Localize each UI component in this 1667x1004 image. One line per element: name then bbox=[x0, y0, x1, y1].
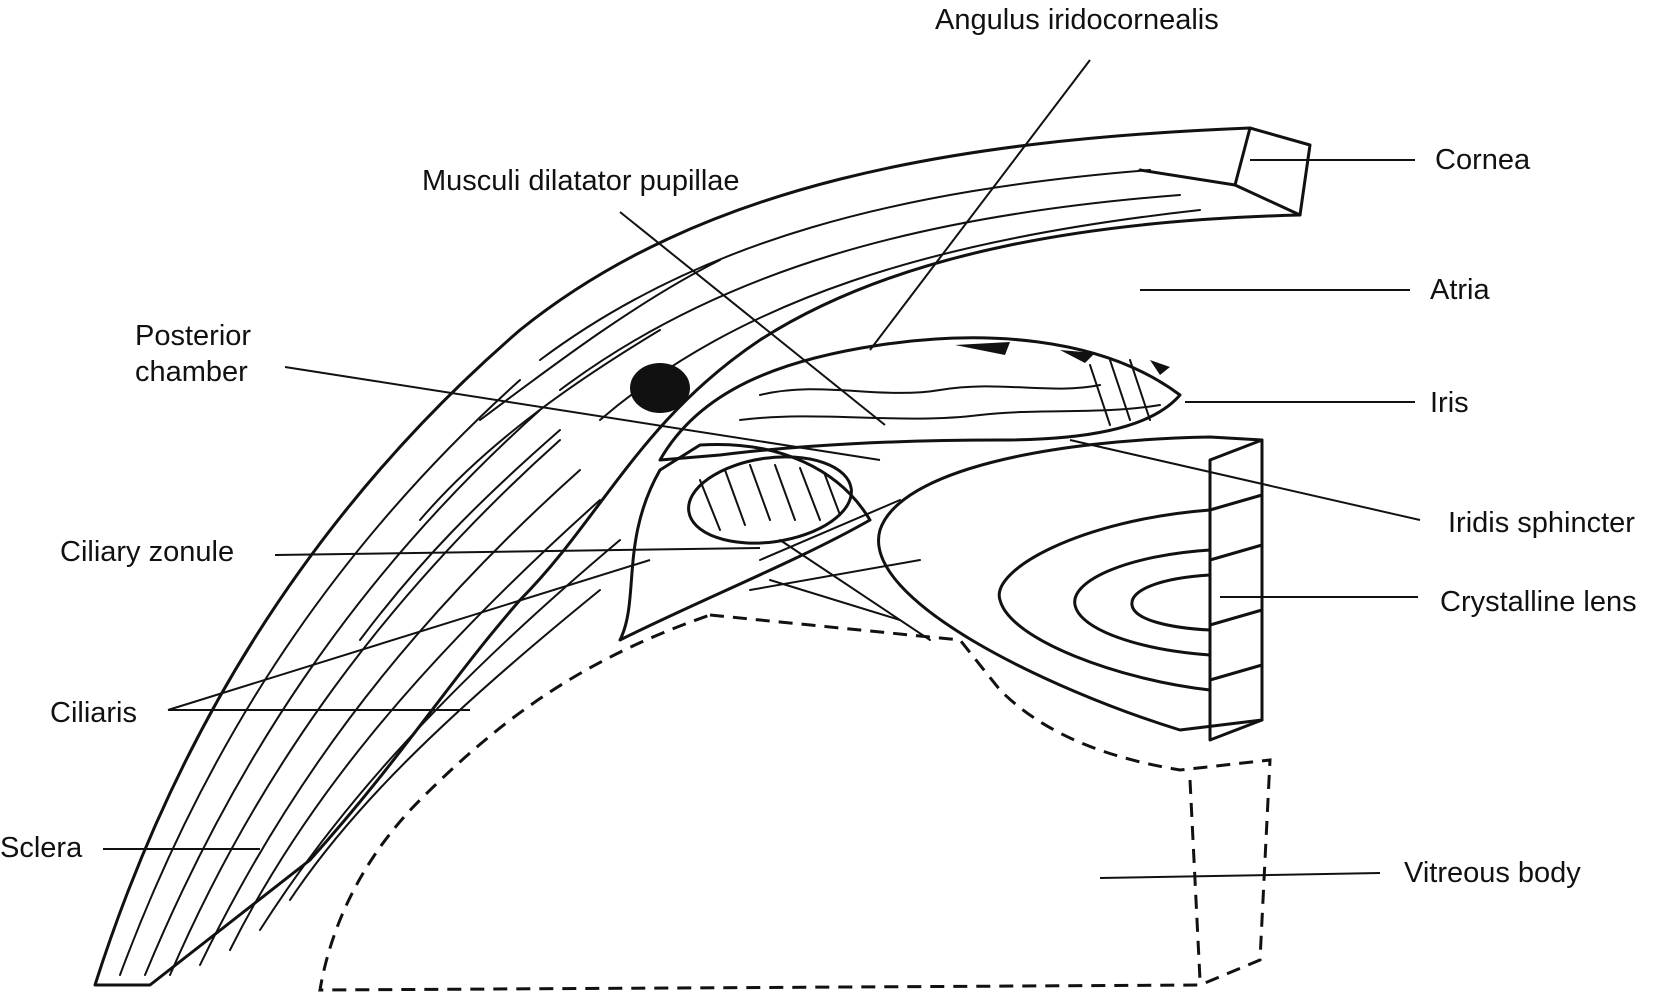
leader-ciliaris-1 bbox=[167, 559, 651, 711]
label-musculi-dilatator-pupillae: Musculi dilatator pupillae bbox=[422, 165, 740, 197]
lens-nucleus bbox=[1130, 573, 1212, 632]
label-ciliary-zonule: Ciliary zonule bbox=[60, 536, 235, 568]
leader-posterior bbox=[284, 366, 881, 461]
leader-lines bbox=[103, 59, 1421, 879]
label-iridis-sphincter: Iridis sphincter bbox=[1448, 507, 1635, 539]
leader-angulus bbox=[869, 59, 1091, 351]
zonular-fibres bbox=[749, 499, 931, 641]
sclera-fibres bbox=[119, 169, 1201, 976]
leader-vitreous bbox=[1099, 872, 1381, 879]
sclera-cornea-outline bbox=[93, 126, 1312, 987]
label-cornea: Cornea bbox=[1435, 144, 1531, 176]
vitreous-inner-dash bbox=[1188, 779, 1202, 981]
crystalline-lens-outline bbox=[877, 435, 1264, 732]
lens-inner-layer-2 bbox=[1073, 548, 1212, 657]
label-ciliaris: Ciliaris bbox=[50, 697, 137, 729]
iris-arrows bbox=[955, 342, 1170, 375]
label-crystalline-lens: Crystalline lens bbox=[1440, 586, 1637, 618]
label-atria: Atria bbox=[1430, 274, 1490, 306]
leader-musculi bbox=[619, 211, 886, 426]
leader-ciliary-zonule bbox=[274, 547, 761, 556]
ciliary-process bbox=[687, 455, 853, 545]
vitreous-body-outline bbox=[318, 613, 1272, 992]
ciliary-hatching bbox=[699, 464, 841, 531]
label-angulus-iridocornealis: Angulus iridocornealis bbox=[935, 4, 1219, 36]
label-posterior-chamber: Posterior chamber bbox=[135, 320, 252, 389]
iris-shape bbox=[658, 336, 1182, 462]
ciliary-body bbox=[618, 442, 872, 642]
iris-texture bbox=[739, 359, 1161, 426]
cornea-cut-face bbox=[1138, 126, 1302, 217]
scleral-venous-sinus bbox=[630, 363, 690, 413]
leader-iridis bbox=[1069, 439, 1421, 521]
lens-inner-layer-1 bbox=[997, 508, 1212, 692]
lens-cut-face bbox=[1208, 438, 1264, 742]
label-sclera: Sclera bbox=[0, 832, 83, 864]
label-iris: Iris bbox=[1430, 387, 1469, 419]
label-vitreous-body: Vitreous body bbox=[1404, 857, 1581, 889]
